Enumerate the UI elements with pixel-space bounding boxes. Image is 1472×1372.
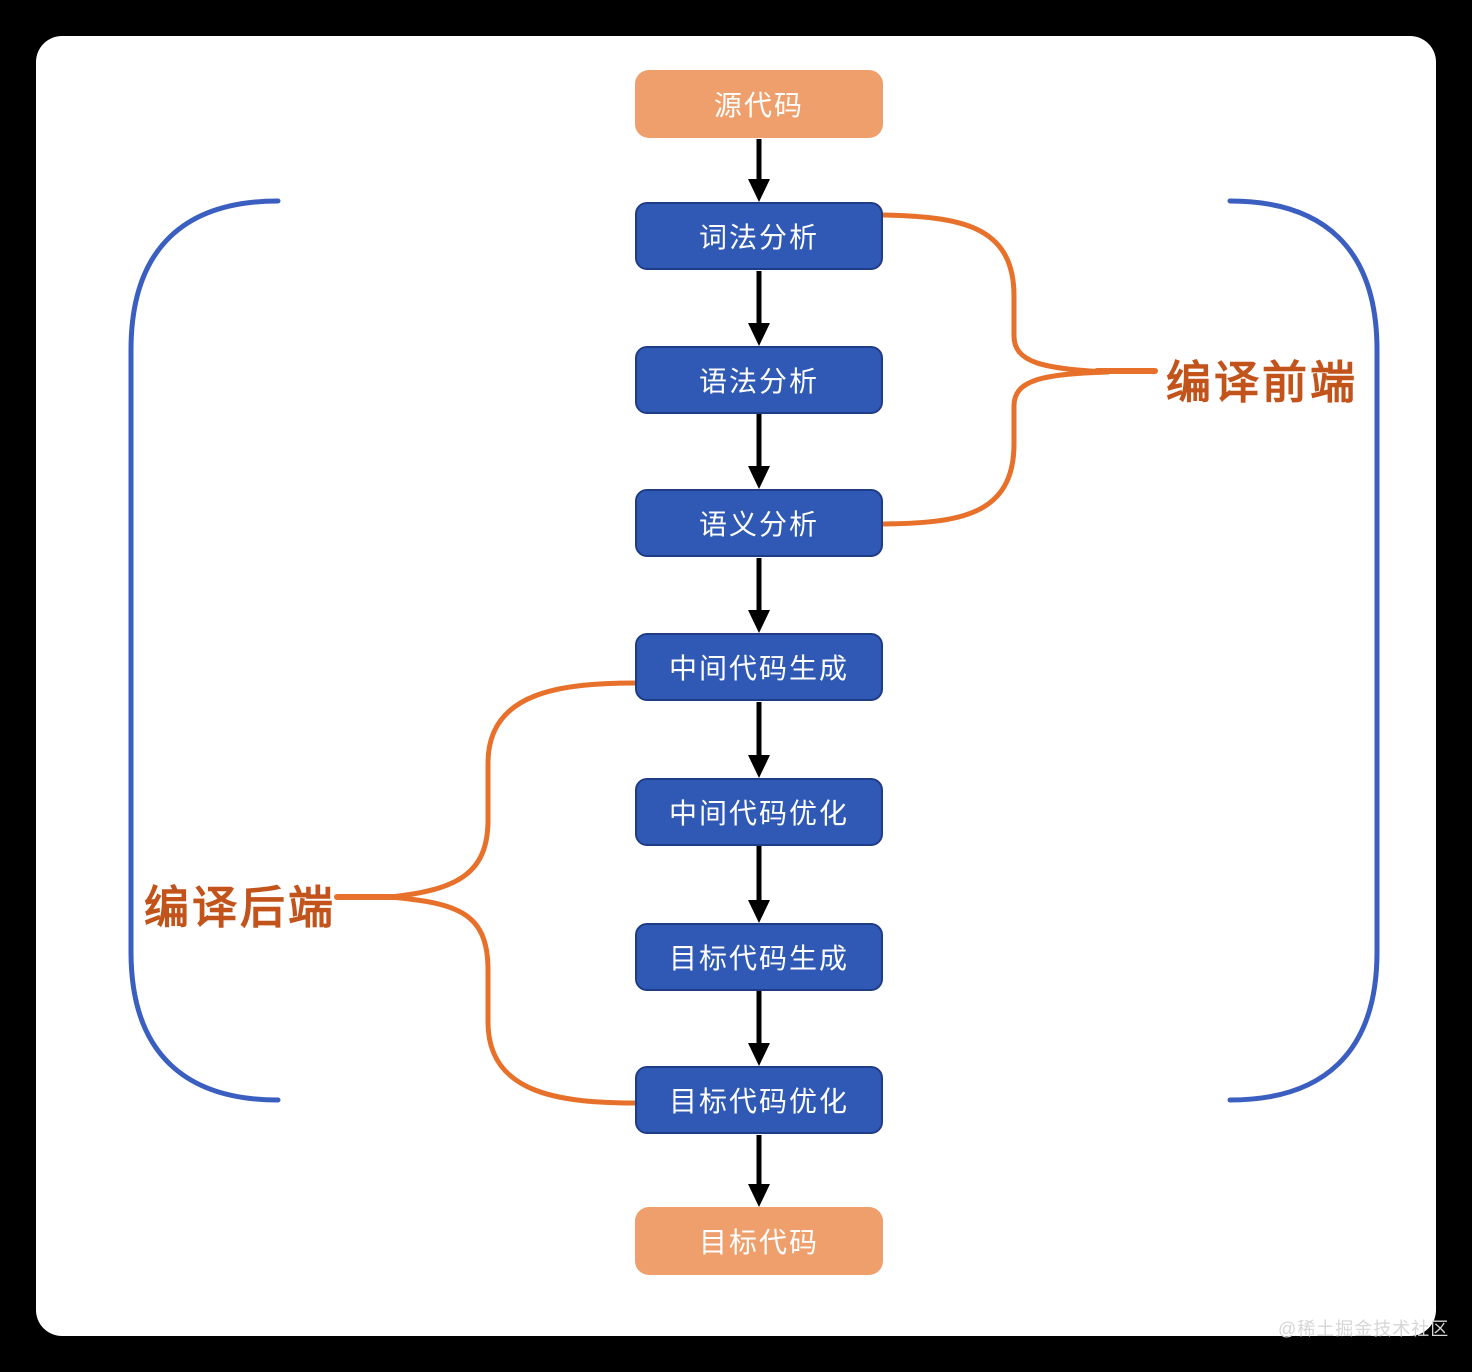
arrow-lexical-to-syntax (748, 271, 770, 346)
node-intermediate-code-optimization: 中间代码优化 (635, 778, 883, 846)
arrow-target-gen-to-target-opt (748, 991, 770, 1066)
node-semantic-analysis: 语义分析 (635, 489, 883, 557)
arrow-intermediate-gen-to-opt (748, 702, 770, 778)
node-target-code: 目标代码 (635, 1207, 883, 1275)
watermark: @稀土掘金技术社区 (1278, 1319, 1450, 1339)
right-bracket (1227, 198, 1380, 1103)
arrow-source-to-lexical (748, 139, 770, 202)
arrow-syntax-to-semantic (748, 414, 770, 489)
frontend-brace (881, 212, 1158, 527)
arrow-semantic-to-intermediate-gen (748, 558, 770, 633)
node-target-code-optimization: 目标代码优化 (635, 1066, 883, 1134)
backend-brace (334, 680, 640, 1106)
node-source-code: 源代码 (635, 70, 883, 138)
node-intermediate-code-generation: 中间代码生成 (635, 633, 883, 701)
label-compiler-frontend: 编译前端 (1166, 357, 1359, 408)
node-syntax-analysis: 语法分析 (635, 346, 883, 414)
arrow-target-opt-to-target-code (748, 1135, 770, 1207)
left-bracket (128, 198, 281, 1103)
arrow-intermediate-opt-to-target-gen (748, 846, 770, 923)
node-lexical-analysis: 词法分析 (635, 202, 883, 270)
label-compiler-backend: 编译后端 (144, 882, 337, 933)
node-target-code-generation: 目标代码生成 (635, 923, 883, 991)
